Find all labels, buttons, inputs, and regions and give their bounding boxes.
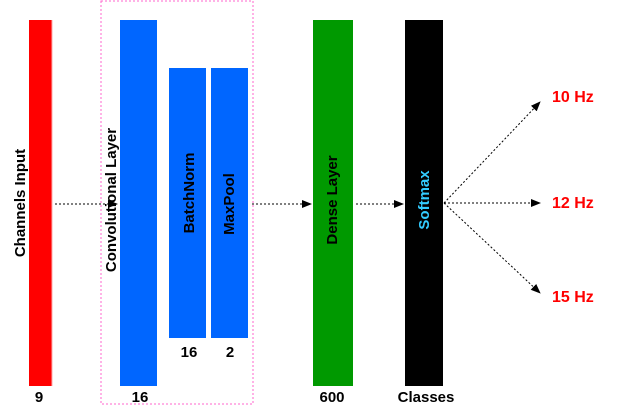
- maxpool-label: MaxPool: [221, 173, 238, 235]
- class-label-12hz: 12 Hz: [552, 195, 594, 212]
- softmax-bar: [405, 20, 443, 386]
- channels-input-bar: [29, 20, 52, 386]
- channels-input-label: Channels Input: [12, 149, 29, 257]
- conv-layer-label: Convolutional Layer: [103, 128, 120, 272]
- conv-layer-bar: [120, 20, 157, 386]
- batchnorm-bar: [169, 68, 206, 338]
- conv-block-group-box: [100, 0, 254, 405]
- class-label-10hz: 10 Hz: [552, 89, 594, 106]
- maxpool-size: 2: [226, 344, 234, 361]
- arrow-softmax-to-class-10hz: [443, 101, 541, 204]
- batchnorm-label: BatchNorm: [181, 153, 198, 234]
- dense-layer-size: 600: [319, 389, 344, 406]
- dense-layer-label: Dense Layer: [324, 155, 341, 244]
- maxpool-bar: [211, 68, 248, 338]
- dense-layer-bar: [313, 20, 353, 386]
- channels-input-size: 9: [35, 389, 43, 406]
- batchnorm-size: 16: [181, 344, 198, 361]
- softmax-size: Classes: [398, 389, 455, 406]
- conv-layer-size: 16: [132, 389, 149, 406]
- softmax-label: Softmax: [416, 170, 433, 230]
- class-label-15hz: 15 Hz: [552, 289, 594, 306]
- arrow-softmax-to-class-15hz: [443, 202, 541, 294]
